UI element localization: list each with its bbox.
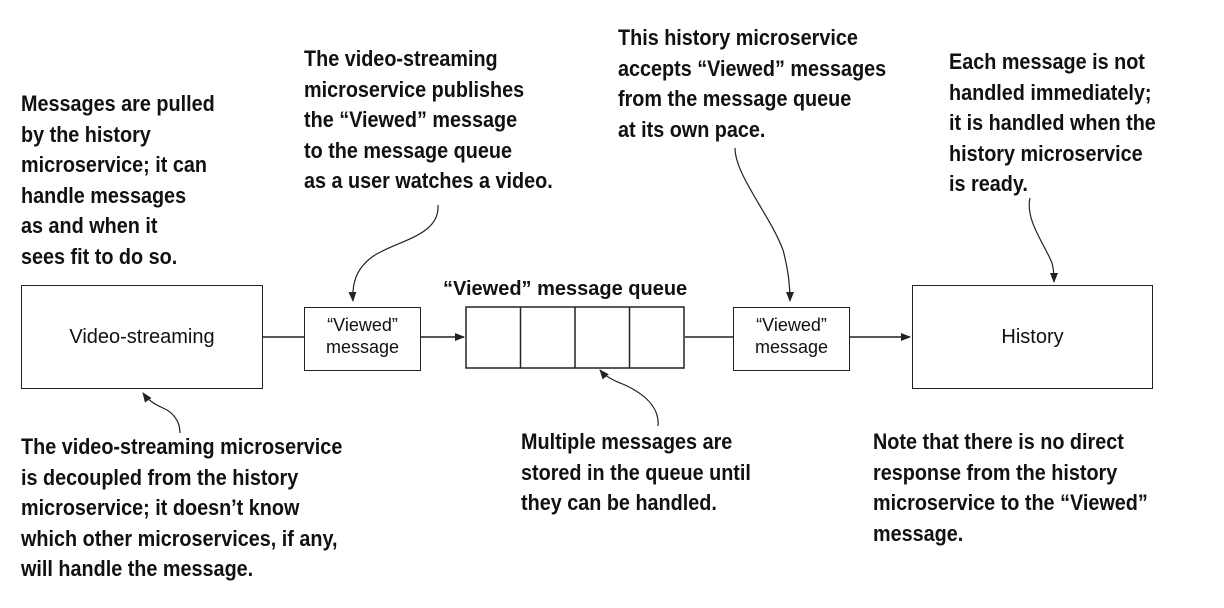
note-line: microservice; it doesn’t know [21, 495, 300, 520]
note-line: microservice to the “Viewed” [873, 490, 1148, 515]
note-line: is decoupled from the history [21, 464, 299, 490]
note-not-immediate: Each message is not handled immediately;… [949, 47, 1156, 200]
note-line: The video-streaming [304, 46, 498, 71]
note-messages-pulled: Messages are pulled by the history micro… [21, 89, 215, 272]
viewed-message-box-left: “Viewed” message [304, 307, 421, 371]
note-line: Messages are pulled [21, 91, 215, 116]
note-line: The video-streaming microservice [21, 434, 343, 459]
note-line: response from the history [873, 459, 1118, 485]
video-streaming-label: Video-streaming [69, 325, 215, 348]
history-box: History [912, 285, 1153, 389]
note-no-response: Note that there is no direct response fr… [873, 427, 1148, 549]
note-line: Each message is not [949, 49, 1145, 74]
note-stored: Multiple messages are stored in the queu… [521, 427, 751, 519]
note-accepts: This history microservice accepts “Viewe… [618, 23, 886, 145]
note-line: it is handled when the [949, 110, 1156, 135]
note-line: handled immediately; [949, 79, 1152, 105]
message-label-line: message [325, 337, 400, 357]
leader-arrow-not-immediate [1028, 197, 1058, 283]
note-line: to the message queue [304, 137, 512, 163]
note-line: the “Viewed” message [304, 107, 518, 132]
note-line: which other microservices, if any, [21, 525, 338, 551]
note-line: they can be handled. [521, 490, 717, 515]
viewed-message-box-right: “Viewed” message [733, 307, 850, 371]
note-line: microservice; it can [21, 152, 208, 177]
note-publishes: The video-streaming microservice publish… [304, 44, 553, 197]
history-label: History [1001, 325, 1064, 348]
note-line: as and when it [21, 213, 158, 238]
note-line: is ready. [949, 171, 1028, 196]
note-line: handle messages [21, 182, 187, 208]
note-line: by the history [21, 121, 151, 147]
leader-arrow-publishes [348, 204, 439, 302]
note-line: history microservice [949, 140, 1143, 166]
note-line: will handle the message. [21, 556, 254, 581]
note-line: microservice publishes [304, 76, 525, 102]
note-line: Multiple messages are [521, 429, 733, 454]
note-line: stored in the queue until [521, 459, 751, 485]
note-line: This history microservice [618, 25, 858, 50]
note-decoupled: The video-streaming microservice is deco… [21, 432, 342, 585]
note-line: from the message queue [618, 86, 852, 111]
leader-arrow-stored [599, 369, 659, 427]
video-streaming-box: Video-streaming [21, 285, 263, 389]
message-label-line: message [754, 337, 829, 357]
queue-title: “Viewed” message queue [443, 278, 688, 300]
note-line: as a user watches a video. [304, 168, 553, 193]
message-label-line: “Viewed” [756, 315, 827, 335]
leader-arrow-decoupled [142, 392, 181, 434]
note-line: message. [873, 520, 964, 546]
note-line: accepts “Viewed” messages [618, 55, 887, 81]
note-line: Note that there is no direct [873, 429, 1124, 454]
leader-arrow-accepts [734, 147, 794, 302]
message-label-line: “Viewed” [327, 315, 398, 335]
note-line: sees fit to do so. [21, 243, 178, 269]
note-line: at its own pace. [618, 116, 766, 142]
